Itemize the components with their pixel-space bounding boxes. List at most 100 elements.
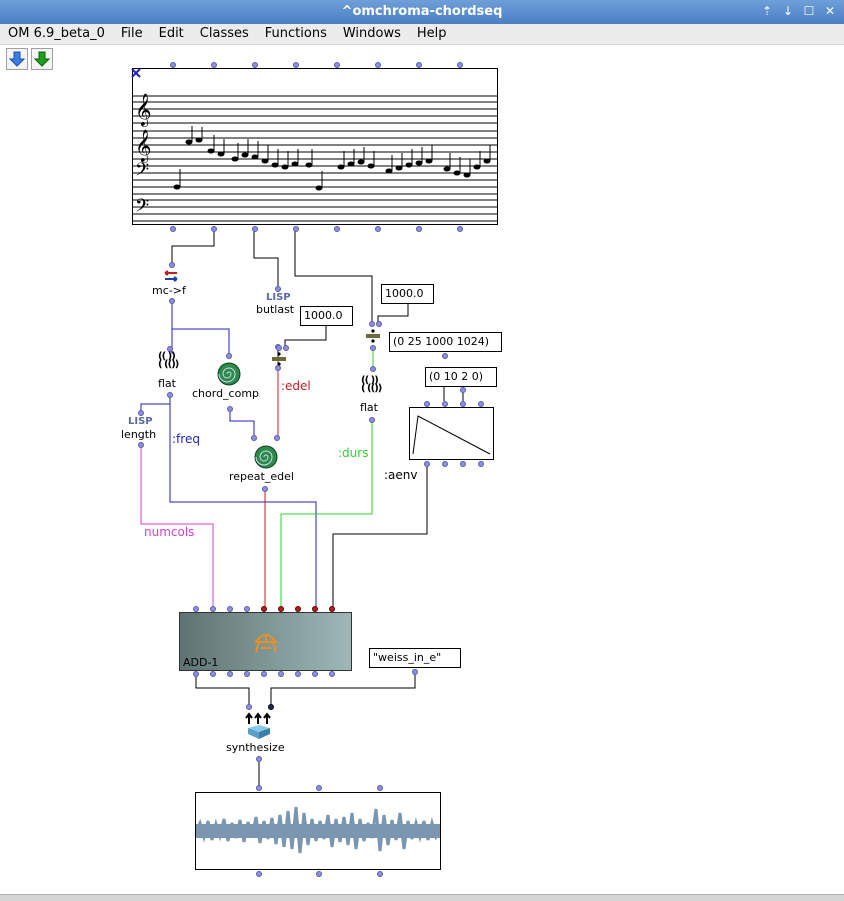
menu-windows[interactable]: Windows — [342, 26, 401, 41]
menu-functions[interactable]: Functions — [264, 26, 327, 41]
outlet[interactable] — [169, 298, 175, 304]
inlet[interactable] — [369, 321, 375, 327]
value-box-bpf-x[interactable]: (0 25 1000 1024) — [389, 332, 502, 352]
outlet[interactable] — [369, 417, 375, 423]
outlet[interactable] — [295, 671, 301, 677]
outlet[interactable] — [293, 226, 299, 232]
inlet[interactable] — [334, 62, 340, 68]
inlet[interactable] — [375, 62, 381, 68]
inlet[interactable] — [252, 62, 258, 68]
outlet[interactable] — [442, 353, 448, 359]
outlet[interactable] — [478, 461, 484, 467]
inlet[interactable] — [316, 785, 322, 791]
inlet[interactable] — [211, 62, 217, 68]
value-box-1000-a[interactable]: 1000.0 — [300, 306, 353, 326]
outlet[interactable] — [460, 387, 466, 393]
divide-icon[interactable] — [366, 329, 380, 343]
inlet[interactable] — [442, 401, 448, 407]
outlet[interactable] — [138, 442, 144, 448]
outlet[interactable] — [252, 226, 258, 232]
outlet[interactable] — [262, 486, 268, 492]
inlet[interactable] — [295, 606, 301, 612]
outlet[interactable] — [416, 226, 422, 232]
outlet[interactable] — [316, 871, 322, 877]
outlet[interactable] — [457, 226, 463, 232]
add-1-class-box[interactable]: ADD-1 — [179, 612, 352, 671]
outlet[interactable] — [211, 226, 217, 232]
inlet[interactable] — [457, 62, 463, 68]
inlet[interactable] — [226, 353, 232, 359]
outlet[interactable] — [377, 871, 383, 877]
inlet[interactable] — [370, 366, 376, 372]
outlet[interactable] — [442, 461, 448, 467]
menu-classes[interactable]: Classes — [199, 26, 249, 41]
outlet[interactable] — [412, 669, 418, 675]
outlet[interactable] — [256, 756, 262, 762]
inlet[interactable] — [169, 262, 175, 268]
value-box-1000-b[interactable]: 1000.0 — [381, 284, 434, 304]
outlet[interactable] — [460, 461, 466, 467]
value-box-sound-name[interactable]: "weiss_in_e" — [369, 648, 461, 668]
inlet[interactable] — [460, 401, 466, 407]
chord-comp-icon[interactable] — [217, 362, 241, 386]
inlet[interactable] — [275, 286, 281, 292]
inlet[interactable] — [278, 606, 284, 612]
outlet[interactable] — [375, 226, 381, 232]
value-box-bpf-y[interactable]: (0 10 2 0) — [425, 367, 497, 387]
outlet[interactable] — [261, 671, 267, 677]
inlet[interactable] — [268, 704, 274, 710]
outlet[interactable] — [167, 392, 173, 398]
inlet[interactable] — [193, 606, 199, 612]
flat-icon[interactable]: (( ))( (()) — [361, 375, 382, 394]
outlet[interactable] — [170, 226, 176, 232]
move-up-button[interactable] — [31, 48, 53, 70]
divide-icon[interactable] — [272, 352, 286, 366]
inlet[interactable] — [256, 785, 262, 791]
menu-file[interactable]: File — [120, 26, 143, 41]
repeat-edel-icon[interactable] — [254, 445, 278, 469]
inlet[interactable] — [329, 606, 335, 612]
close-button[interactable]: ✕ — [824, 4, 836, 18]
outlet[interactable] — [278, 671, 284, 677]
inlet[interactable] — [210, 606, 216, 612]
inlet[interactable] — [276, 345, 282, 351]
inlet[interactable] — [293, 62, 299, 68]
menu-app[interactable]: OM 6.9_beta_0 — [8, 26, 105, 41]
move-down-button[interactable] — [6, 48, 28, 70]
inlet[interactable] — [274, 435, 280, 441]
inlet[interactable] — [424, 401, 430, 407]
outlet[interactable] — [193, 671, 199, 677]
menu-help[interactable]: Help — [416, 26, 447, 41]
inlet[interactable] — [283, 345, 289, 351]
inlet[interactable] — [312, 606, 318, 612]
inlet[interactable] — [138, 410, 144, 416]
sound-editor[interactable] — [194, 792, 442, 870]
maximize-button[interactable]: ☐ — [803, 4, 815, 18]
flat-icon[interactable]: (( ))( (()) — [158, 351, 179, 370]
inlet[interactable] — [170, 62, 176, 68]
inlet[interactable] — [227, 606, 233, 612]
bpf-editor[interactable] — [409, 407, 494, 460]
inlet[interactable] — [377, 785, 383, 791]
inlet[interactable] — [244, 606, 250, 612]
outlet[interactable] — [312, 671, 318, 677]
shade-button[interactable]: ⇡ — [761, 4, 773, 18]
outlet[interactable] — [329, 671, 335, 677]
outlet[interactable] — [370, 345, 376, 351]
outlet[interactable] — [275, 365, 281, 371]
synthesize-icon[interactable] — [244, 712, 274, 740]
inlet[interactable] — [416, 62, 422, 68]
inlet[interactable] — [167, 346, 173, 352]
inlet[interactable] — [376, 321, 382, 327]
inlet[interactable] — [251, 435, 257, 441]
inlet[interactable] — [478, 401, 484, 407]
inlet[interactable] — [246, 704, 252, 710]
outlet[interactable] — [227, 671, 233, 677]
outlet[interactable] — [334, 226, 340, 232]
menu-edit[interactable]: Edit — [158, 26, 184, 41]
outlet[interactable] — [227, 406, 233, 412]
outlet[interactable] — [244, 671, 250, 677]
outlet[interactable] — [424, 461, 430, 467]
outlet[interactable] — [210, 671, 216, 677]
patch-canvas[interactable]: 𝄞 𝄞 𝄢 𝄢 — [0, 44, 844, 894]
